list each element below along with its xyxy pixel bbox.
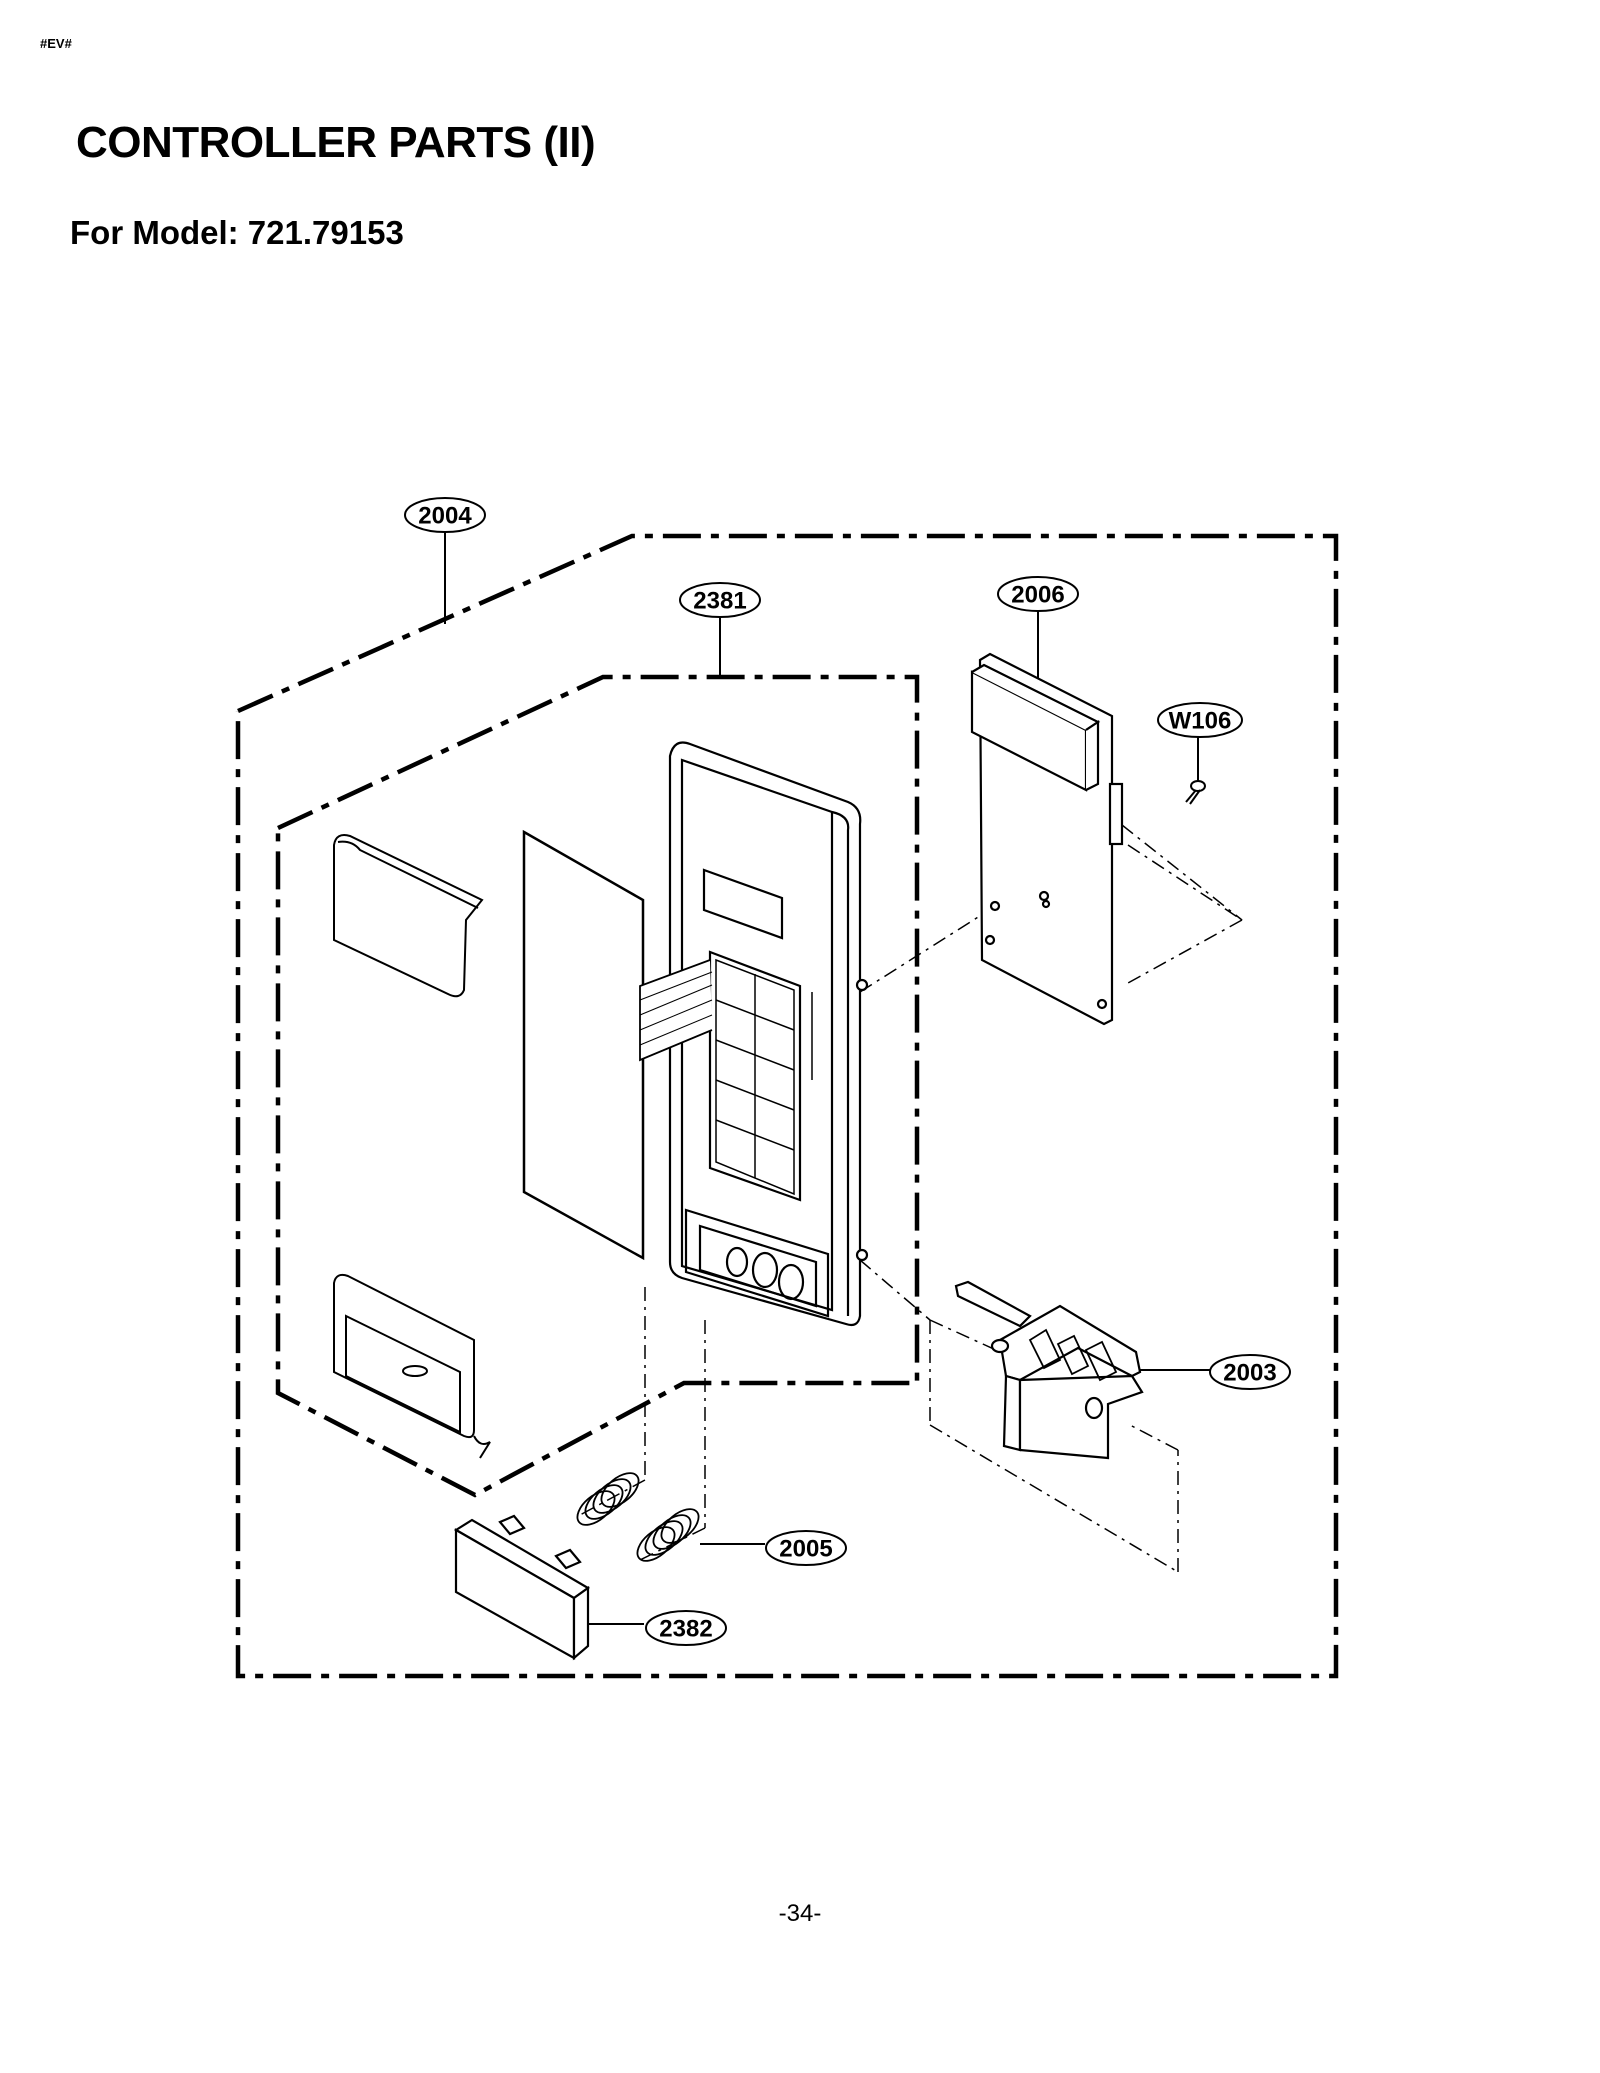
door-latch bbox=[954, 1280, 1144, 1460]
callout-2381-bubble bbox=[679, 582, 761, 618]
callout-2006-bubble bbox=[997, 576, 1079, 612]
pcb-assembly bbox=[970, 652, 1124, 1026]
screw-w106 bbox=[1185, 780, 1206, 805]
springs bbox=[576, 1472, 700, 1562]
callout-2003-label: 2003 bbox=[1223, 1360, 1276, 1387]
callout-2004-bubble bbox=[404, 497, 486, 533]
callout-2006-label: 2006 bbox=[1011, 582, 1064, 609]
callout-2005-bubble bbox=[765, 1530, 847, 1566]
model-subtitle: For Model: 721.79153 bbox=[70, 214, 404, 251]
trim-piece-bottom bbox=[333, 1273, 491, 1459]
callout-2005-label: 2005 bbox=[779, 1536, 832, 1563]
callout-2003-bubble bbox=[1209, 1354, 1291, 1390]
callout-2382-bubble bbox=[645, 1610, 727, 1646]
callout-2381-label: 2381 bbox=[693, 588, 746, 615]
push-button bbox=[453, 1514, 591, 1661]
page-title: CONTROLLER PARTS (II) bbox=[76, 118, 596, 167]
callout-w106-bubble bbox=[1157, 702, 1243, 738]
trim-piece-top bbox=[333, 834, 484, 998]
header-tag: #EV# bbox=[40, 36, 72, 51]
callout-2004-label: 2004 bbox=[418, 503, 472, 530]
callout-2382-label: 2382 bbox=[659, 1616, 712, 1643]
leader-lines bbox=[444, 532, 1210, 1625]
assembly-boundary-2381 bbox=[275, 674, 920, 1498]
callout-labels: 2004 2381 2006 W106 2003 2005 2382 bbox=[418, 503, 1276, 1643]
control-panel-frame bbox=[639, 741, 869, 1327]
window-film bbox=[522, 829, 645, 1261]
assembly-boundary-2004 bbox=[235, 533, 1339, 1679]
page-number: -34- bbox=[778, 1900, 822, 1927]
callout-bubbles bbox=[404, 497, 1291, 1646]
callout-w106-label: W106 bbox=[1169, 708, 1232, 735]
